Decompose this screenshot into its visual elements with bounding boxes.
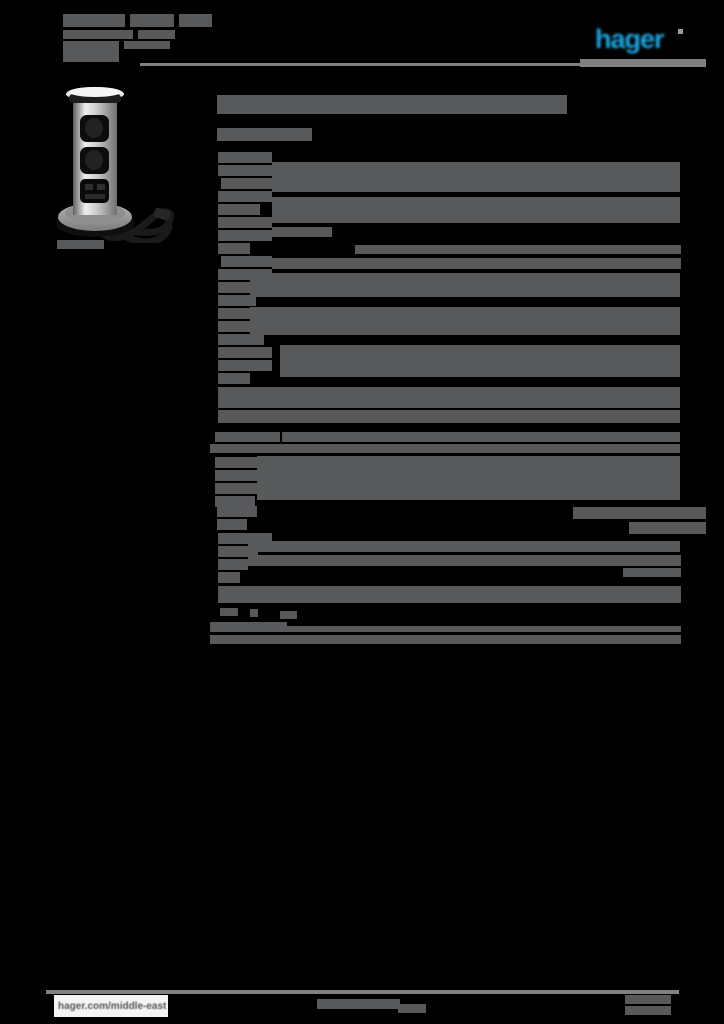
hager-logo: hager: [595, 24, 665, 54]
spec-label-bar: [215, 432, 280, 442]
spec-label-bar: [218, 559, 248, 570]
spec-value-bar: [210, 635, 681, 644]
spec-label-bar: [218, 321, 272, 332]
spec-value-bar: [218, 586, 681, 603]
header-text-bar: [63, 41, 119, 62]
spec-value-bar: [248, 541, 680, 552]
usb-module: [80, 179, 109, 203]
logo-underline: [580, 59, 706, 67]
spec-label-bar: [218, 191, 272, 202]
footer-arrow-bar: [398, 1004, 426, 1013]
spec-value-bar: [355, 245, 681, 254]
page-title-bar: [217, 95, 567, 114]
footer-info-bar: [625, 1006, 671, 1015]
header-text-bar: [138, 30, 175, 39]
spec-value-bar: [250, 273, 680, 297]
spec-label-bar: [218, 165, 272, 176]
spec-label-bar: [218, 269, 272, 280]
spec-label-bar: [218, 334, 264, 345]
spec-label-bar: [218, 152, 272, 163]
product-reference-bar: [57, 240, 104, 249]
spec-label-bar: [215, 457, 280, 468]
spec-label-bar: [218, 295, 256, 306]
header-text-bar: [179, 14, 212, 27]
spec-label-bar: [218, 373, 250, 384]
header-text-bar: [63, 30, 133, 39]
spec-label-bar: [215, 496, 255, 507]
spec-value-bar: [287, 626, 681, 632]
right-aligned-value-bar: [629, 522, 706, 534]
spec-label-bar: [218, 204, 260, 215]
spec-value-bar: [280, 345, 680, 377]
spec-label-bar: [218, 282, 272, 293]
spec-label-bar: [218, 217, 272, 228]
spec-label-bar: [221, 256, 272, 267]
spec-value-bar: [257, 456, 680, 500]
header-rule: [140, 63, 580, 66]
product-photo: [55, 85, 177, 246]
spec-label-bar: [218, 243, 250, 254]
header-text-bar: [63, 14, 125, 27]
spec-value-bar: [210, 444, 680, 453]
spec-label-bar: [250, 609, 258, 617]
spec-label-bar: [218, 347, 272, 358]
header-text-bar: [124, 41, 170, 49]
spec-label-bar: [218, 360, 272, 371]
spec-label-bar: [218, 533, 272, 544]
spec-label-bar: [221, 178, 272, 189]
spec-value-bar: [218, 410, 680, 423]
spec-label-bar: [215, 483, 280, 494]
footer-link-label: hager.com/middle-east: [58, 1000, 167, 1012]
spec-label-bar: [218, 230, 272, 241]
spec-label-bar: [215, 470, 265, 481]
footer-page-indicator-bar: [317, 999, 400, 1009]
spec-label-bar: [218, 572, 240, 583]
spec-value-bar: [272, 162, 680, 192]
footer-info-bar: [625, 995, 671, 1004]
spec-value-bar: [272, 227, 332, 237]
spec-value-bar: [248, 555, 681, 566]
spec-label-bar: [217, 519, 247, 530]
footer-website-link[interactable]: hager.com/middle-east: [54, 995, 168, 1017]
right-aligned-value-bar: [573, 507, 706, 519]
subtitle-bar: [217, 128, 312, 141]
spec-label-bar: [218, 546, 258, 557]
spec-value-bar: [250, 307, 680, 335]
spec-value-bar: [280, 611, 297, 619]
logo-trademark-dot: [678, 29, 683, 34]
spec-label-bar: [218, 308, 272, 319]
power-cable: [97, 208, 175, 246]
spec-value-bar: [623, 568, 681, 577]
header-text-bar: [130, 14, 174, 27]
spec-value-bar: [282, 432, 680, 442]
spec-label-bar: [217, 506, 257, 517]
spec-value-bar: [272, 258, 681, 269]
popup-socket-image: [55, 87, 175, 246]
spec-value-bar: [272, 197, 680, 223]
spec-label-bar: [210, 622, 287, 632]
footer-rule: [46, 990, 679, 994]
spec-label-bar: [220, 608, 238, 616]
spec-value-bar: [218, 387, 680, 408]
power-plug: [153, 207, 171, 221]
